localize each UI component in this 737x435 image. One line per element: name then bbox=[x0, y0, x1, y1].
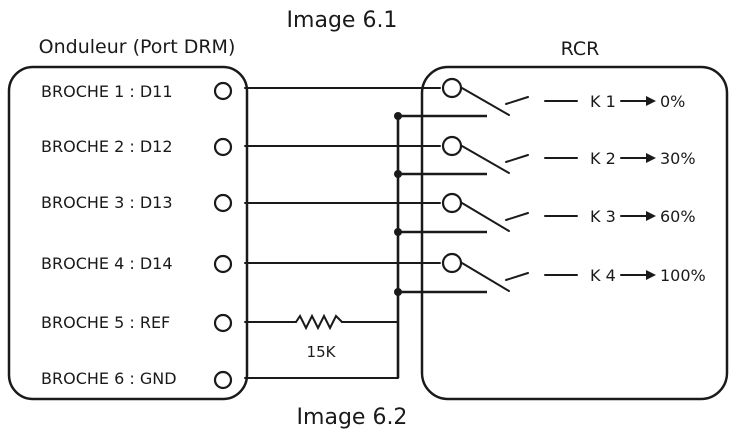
relay-k1-contact bbox=[441, 77, 463, 99]
pin-2-terminal bbox=[213, 137, 233, 157]
title-bottom: Image 6.2 bbox=[297, 405, 408, 430]
relay-k4-contact bbox=[441, 252, 463, 274]
relay-k2-name: K 2 bbox=[590, 149, 616, 168]
resistor-symbol bbox=[295, 313, 343, 331]
pin-5-terminal bbox=[213, 313, 233, 333]
inverter-label: Onduleur (Port DRM) bbox=[39, 36, 236, 58]
junction-dot bbox=[394, 112, 402, 120]
junction-dot bbox=[394, 288, 402, 296]
relay-k4-name: K 4 bbox=[590, 266, 616, 285]
relay-k4-actuator bbox=[505, 272, 529, 281]
relay-k3-name: K 3 bbox=[590, 207, 616, 226]
relay-k1-name: K 1 bbox=[590, 92, 616, 111]
inverter-box bbox=[7, 65, 249, 401]
pin-4-label: BROCHE 4 : D14 bbox=[41, 254, 173, 273]
pin-1-terminal bbox=[213, 81, 233, 101]
pin-3-terminal bbox=[213, 193, 233, 213]
rcr-label: RCR bbox=[561, 38, 600, 60]
relay-k4-value: 100% bbox=[660, 266, 706, 285]
relay-k3-blade bbox=[461, 202, 510, 232]
relay-k3-contact bbox=[441, 192, 463, 214]
relay-k2-contact bbox=[441, 135, 463, 157]
pin-6-terminal bbox=[213, 370, 233, 390]
arrow-icon bbox=[620, 211, 656, 221]
relay-k2-value: 30% bbox=[660, 149, 696, 168]
relay-k2-actuator bbox=[505, 154, 529, 163]
junction-dot bbox=[394, 228, 402, 236]
pin-2-label: BROCHE 2 : D12 bbox=[41, 137, 173, 156]
junction-dot bbox=[394, 170, 402, 178]
relay-k1-value: 0% bbox=[660, 92, 685, 111]
relay-k2-blade bbox=[461, 145, 510, 174]
pin-6-label: BROCHE 6 : GND bbox=[41, 369, 177, 388]
title-top: Image 6.1 bbox=[287, 8, 398, 33]
arrow-icon bbox=[620, 153, 656, 163]
pin-3-label: BROCHE 3 : D13 bbox=[41, 193, 173, 212]
pin-4-terminal bbox=[213, 254, 233, 274]
pin-1-label: BROCHE 1 : D11 bbox=[41, 82, 173, 101]
relay-k3-actuator bbox=[505, 212, 529, 221]
arrow-icon bbox=[620, 270, 656, 280]
pin-5-label: BROCHE 5 : REF bbox=[41, 313, 170, 332]
arrow-icon bbox=[620, 96, 656, 106]
relay-k1-actuator bbox=[505, 96, 529, 105]
relay-k3-value: 60% bbox=[660, 207, 696, 226]
resistor-label: 15K bbox=[307, 343, 337, 361]
relay-k4-blade bbox=[461, 262, 510, 292]
relay-k1-blade bbox=[461, 87, 510, 116]
